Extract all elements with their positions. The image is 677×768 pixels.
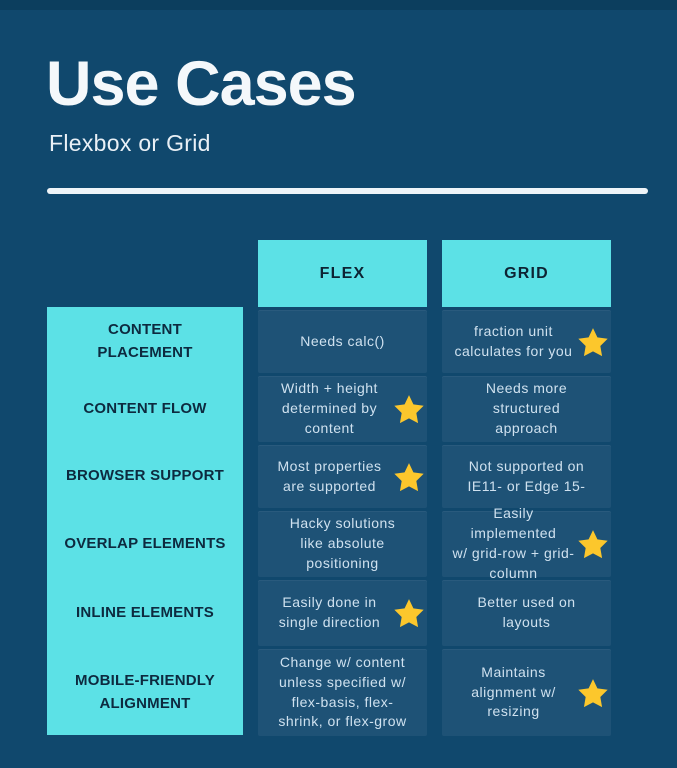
star-icon <box>578 530 608 559</box>
star-icon <box>394 395 424 424</box>
star-icon <box>394 462 424 491</box>
flex-cell: Hacky solutions like absolute positionin… <box>258 511 427 577</box>
star-icon <box>578 327 608 356</box>
row-label: CONTENT PLACEMENT <box>97 321 193 361</box>
grid-cell: Needs more structured approach <box>442 376 611 442</box>
grid-cell-text: Easily implemented w/ grid-row + grid- c… <box>452 505 575 581</box>
flex-cell: Width + height determined by content <box>258 376 427 442</box>
flex-cell-text: Width + height determined by content <box>281 380 378 436</box>
grid-cell: Easily implemented w/ grid-row + grid- c… <box>442 505 611 581</box>
row-label: BROWSER SUPPORT <box>65 467 224 485</box>
page-subtitle: Flexbox or Grid <box>49 130 211 156</box>
grid-cell-text: fraction unit calculates for you <box>454 322 573 359</box>
flex-cell: Needs calc() <box>258 310 427 373</box>
row-label: INLINE ELEMENTS <box>75 603 214 621</box>
row-label: MOBILE-FRIENDLY ALIGNMENT <box>75 672 215 712</box>
flex-cell: Most properties are supported <box>258 445 427 508</box>
page-title: Use Cases <box>46 49 357 119</box>
row-label: CONTENT FLOW <box>83 399 207 417</box>
grid-cell: Not supported on IE11- or Edge 15- <box>442 445 611 508</box>
top-band <box>0 0 677 10</box>
star-icon <box>578 678 608 707</box>
column-header-grid: GRID <box>442 240 611 307</box>
divider-rule <box>47 188 648 194</box>
flex-cell: Easily done in single direction <box>258 580 427 646</box>
grid-cell: fraction unit calculates for you <box>442 310 611 373</box>
column-header-flex: FLEX <box>258 240 427 307</box>
row-label-panel <box>47 307 243 735</box>
grid-cell: Maintains alignment w/ resizing <box>442 649 611 736</box>
grid-cell: Better used on layouts <box>442 580 611 646</box>
grid-cell-text: Maintains alignment w/ resizing <box>471 663 556 720</box>
star-icon <box>394 599 424 628</box>
header-spacer <box>47 240 243 307</box>
flex-cell-text: Easily done in single direction <box>278 594 381 630</box>
row-label: OVERLAP ELEMENTS <box>64 534 226 552</box>
flex-cell: Change w/ content unless specified w/ fl… <box>258 649 427 736</box>
flex-cell-text: Most properties are supported <box>277 457 382 494</box>
comparison-table: FLEX GRID CONTENT PLACEMENT Needs calc()… <box>47 240 611 736</box>
